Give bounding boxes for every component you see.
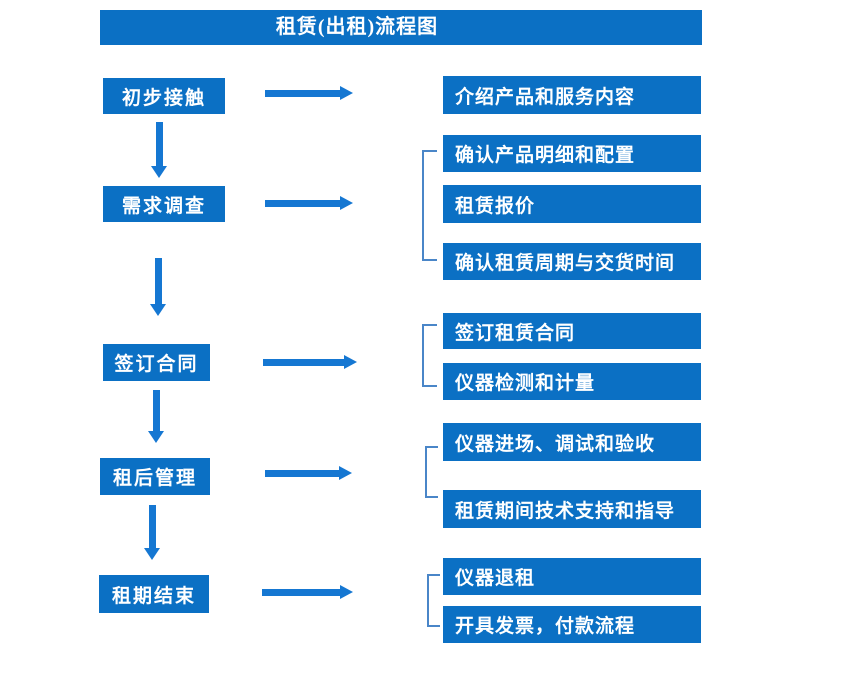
down-arrow-icon bbox=[148, 390, 164, 443]
right-arrow-icon bbox=[263, 355, 357, 369]
group-bracket-icon bbox=[422, 150, 437, 261]
output-box: 确认租赁周期与交货时间 bbox=[443, 243, 701, 280]
stage-box-sign-contract: 签订合同 bbox=[103, 344, 210, 381]
right-arrow-icon bbox=[265, 466, 352, 480]
output-box: 签订租赁合同 bbox=[443, 313, 701, 349]
group-bracket-icon bbox=[422, 324, 437, 387]
output-box: 开具发票，付款流程 bbox=[443, 606, 701, 643]
output-box: 租赁报价 bbox=[443, 185, 701, 223]
output-box: 介绍产品和服务内容 bbox=[443, 76, 701, 114]
flowchart-title: 租赁(出租)流程图 bbox=[100, 10, 702, 45]
stage-box-post-rental-management: 租后管理 bbox=[100, 458, 210, 495]
down-arrow-icon bbox=[151, 122, 167, 178]
output-box: 仪器退租 bbox=[443, 558, 701, 595]
stage-box-rental-end: 租期结束 bbox=[99, 575, 209, 613]
right-arrow-icon bbox=[265, 196, 353, 210]
group-bracket-icon bbox=[425, 446, 438, 498]
down-arrow-icon bbox=[144, 505, 160, 560]
right-arrow-icon bbox=[265, 86, 353, 100]
stage-box-initial-contact: 初步接触 bbox=[103, 78, 225, 114]
output-box: 仪器进场、调试和验收 bbox=[443, 423, 701, 461]
output-box: 确认产品明细和配置 bbox=[443, 135, 701, 172]
group-bracket-icon bbox=[427, 574, 440, 627]
right-arrow-icon bbox=[262, 585, 353, 599]
down-arrow-icon bbox=[150, 258, 166, 316]
output-box: 仪器检测和计量 bbox=[443, 363, 701, 400]
stage-box-demand-survey: 需求调查 bbox=[103, 186, 225, 222]
output-box: 租赁期间技术支持和指导 bbox=[443, 490, 701, 528]
